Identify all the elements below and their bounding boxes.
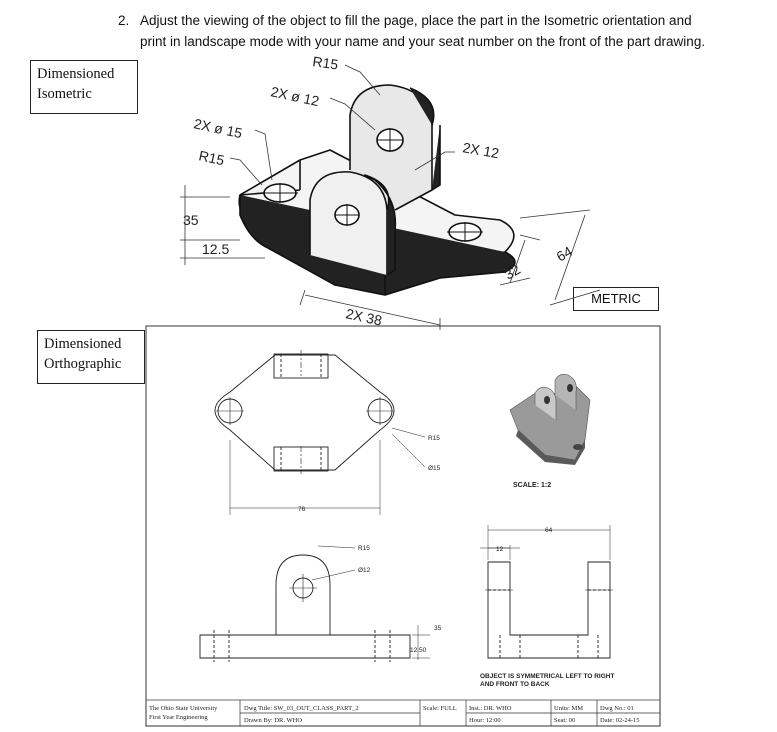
tb-dwg-title: Dwg Title: SW_03_OUT_CLASS_PART_2	[244, 705, 359, 712]
drawing-sheet-border	[145, 325, 661, 727]
dim-64: 64	[554, 243, 576, 265]
front-view-outline	[199, 634, 411, 659]
tb-inst: Inst.: DR. WHO	[469, 705, 512, 712]
ortho-dim-12-50: 12.50	[410, 647, 427, 654]
title-block	[145, 699, 661, 727]
ortho-note-line-2: AND FRONT TO BACK	[480, 681, 550, 688]
iso-label-line-2: Isometric	[37, 86, 92, 102]
ortho-dim-r15-front: R15	[358, 545, 370, 552]
ortho-label-line-2: Orthographic	[44, 356, 122, 372]
ortho-dim-12-side: 12	[496, 546, 504, 553]
isometric-drawing: R15 2X ø 12 2X ø 15 R15 2X 12 35 12.5 64…	[180, 53, 601, 330]
metric-label: METRIC	[573, 287, 659, 311]
dim-2x-12: 2X 12	[461, 139, 500, 161]
ortho-note-line-1: OBJECT IS SYMMETRICAL LEFT TO RIGHT	[480, 673, 614, 680]
shaded-3d-preview	[509, 373, 591, 465]
tb-seat: Seat: 00	[554, 717, 575, 724]
ortho-dim-64: 64	[545, 527, 553, 534]
ortho-scale-label: SCALE: 1:2	[513, 482, 551, 489]
ortho-dim-r15: R15	[428, 435, 440, 442]
tb-university: The Ohio State University	[149, 705, 218, 712]
dim-12-5: 12.5	[202, 241, 229, 257]
dimensioned-isometric-label: Dimensioned Isometric	[30, 60, 138, 114]
tb-scale: Scale: FULL	[423, 705, 457, 712]
instruction-number: 2.	[118, 13, 130, 28]
tb-program: First Year Engineering	[149, 714, 208, 721]
tb-hour: Hour: 12:00	[469, 717, 501, 724]
ortho-dim-d15: Ø15	[428, 465, 441, 472]
dim-r15-left: R15	[197, 147, 226, 168]
dim-35: 35	[183, 212, 199, 228]
dimensioned-orthographic-label: Dimensioned Orthographic	[37, 330, 145, 384]
iso-label-line-1: Dimensioned	[37, 66, 115, 82]
tb-units: Units: MM	[554, 705, 583, 712]
dim-2x-38: 2X 38	[344, 305, 383, 328]
dim-32: 32	[502, 261, 524, 283]
instruction-line-1: Adjust the viewing of the object to fill…	[140, 13, 692, 28]
tb-date: Date: 02-24-15	[600, 717, 640, 724]
side-view-outline	[487, 561, 611, 659]
ortho-dim-76: 76	[298, 506, 306, 513]
tb-drawn-by: Drawn By: DR. WHO	[244, 717, 302, 724]
tb-dwg-no: Dwg No.: 01	[600, 705, 634, 712]
dim-r15-top: R15	[312, 53, 340, 72]
top-view-outline	[214, 354, 395, 471]
instruction-line-2: print in landscape mode with your name a…	[140, 34, 706, 49]
ortho-dim-35: 35	[434, 625, 442, 632]
ortho-label-line-1: Dimensioned	[44, 336, 122, 352]
ortho-dim-d12-front: Ø12	[358, 567, 371, 574]
